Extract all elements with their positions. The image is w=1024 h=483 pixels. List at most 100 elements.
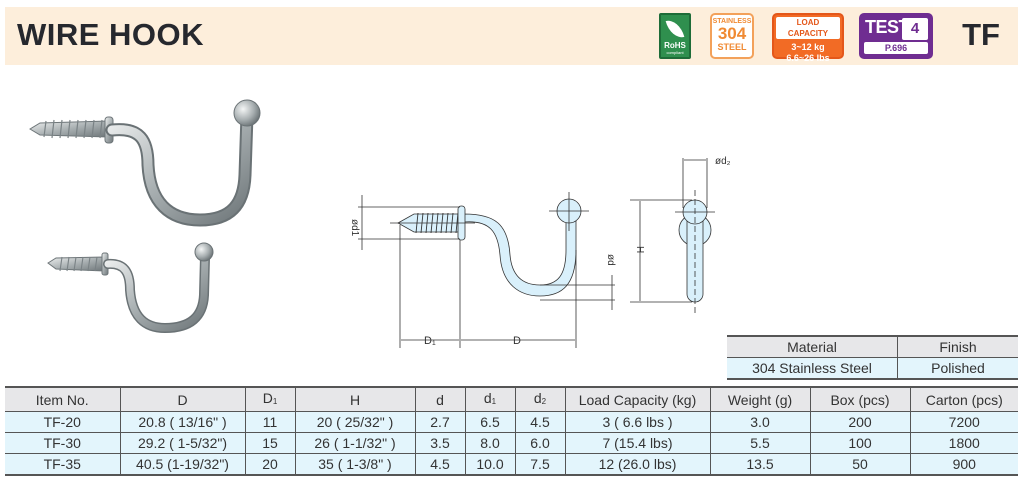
spec-cell: 2.7 bbox=[414, 411, 466, 433]
test-label: TEST bbox=[865, 17, 910, 37]
spec-cell: 13.5 bbox=[709, 453, 811, 476]
rohs-sub-label: compliant bbox=[666, 50, 684, 55]
label-od1: ød1 bbox=[349, 219, 360, 237]
spec-cell: 100 bbox=[809, 432, 911, 454]
material-table: Material Finish 304 Stainless Steel Poli… bbox=[727, 335, 1018, 380]
spec-cell: 6.0 bbox=[514, 432, 566, 454]
spec-cell: 15 bbox=[244, 432, 296, 454]
product-photo bbox=[29, 99, 261, 334]
label-D1: D₁ bbox=[424, 335, 436, 347]
spec-header-label: d bbox=[436, 391, 444, 408]
spec-cell: 5.5 bbox=[709, 432, 811, 454]
spec-cell: 200 bbox=[809, 411, 911, 433]
material-table-row: 304 Stainless Steel Polished bbox=[727, 357, 1018, 380]
label-D: D bbox=[513, 335, 521, 347]
technical-drawing-front: ød1 ød D₁ D bbox=[349, 192, 616, 348]
stainless-line1: STAINLESS bbox=[712, 18, 752, 25]
spec-cell: 40.5 (1-19/32") bbox=[119, 453, 246, 476]
spec-cell: 8.0 bbox=[464, 432, 516, 454]
small-hook-image bbox=[47, 242, 214, 334]
material-header: Material bbox=[727, 335, 898, 358]
stainless-line3: STEEL bbox=[717, 42, 747, 52]
finish-value: Polished bbox=[897, 357, 1018, 380]
material-table-header: Material Finish bbox=[727, 335, 1018, 358]
spec-header-cell: Weight (g) bbox=[709, 386, 811, 412]
spec-header-cell: d1 bbox=[464, 386, 516, 412]
spec-cell: TF-30 bbox=[5, 432, 121, 454]
spec-cell: 3.5 bbox=[414, 432, 466, 454]
spec-cell: 50 bbox=[809, 453, 911, 476]
spec-header-cell: D1 bbox=[244, 386, 296, 412]
spec-cell: 7.5 bbox=[514, 453, 566, 476]
leaf-icon bbox=[665, 17, 685, 41]
spec-header-label: D bbox=[262, 390, 273, 406]
stainless-line2: 304 bbox=[717, 24, 747, 43]
finish-header: Finish bbox=[897, 335, 1018, 358]
spec-header-subscript: 2 bbox=[541, 397, 547, 406]
spec-cell: 11 bbox=[244, 411, 296, 433]
spec-header-label: H bbox=[349, 391, 361, 408]
test-level: 4 bbox=[902, 18, 928, 40]
spec-cell: 7 (15.4 lbs) bbox=[564, 432, 711, 454]
spec-header-label: Item No. bbox=[35, 391, 89, 408]
spec-header-cell: Load Capacity (kg) bbox=[564, 386, 711, 412]
spec-header-label: D bbox=[177, 391, 188, 408]
spec-cell: 900 bbox=[909, 453, 1018, 476]
spec-header-cell: Carton (pcs) bbox=[909, 386, 1018, 412]
stainless-steel-badge: STAINLESS 304 STEEL bbox=[710, 13, 754, 59]
spec-cell: 26 ( 1-1/32" ) bbox=[294, 432, 416, 454]
load-capacity-kg: 3~12 kg bbox=[791, 42, 825, 52]
spec-cell: 3 ( 6.6 lbs ) bbox=[564, 411, 711, 433]
load-capacity-title: LOAD CAPACITY bbox=[776, 17, 840, 39]
rohs-badge: RoHS compliant bbox=[659, 13, 691, 59]
spec-cell: 6.5 bbox=[464, 411, 516, 433]
spec-cell: 4.5 bbox=[514, 411, 566, 433]
spec-cell: 29.2 ( 1-5/32") bbox=[119, 432, 246, 454]
spec-header-subscript: 1 bbox=[272, 397, 278, 406]
spec-header-label: d bbox=[483, 390, 492, 406]
spec-cell: 7200 bbox=[909, 411, 1018, 433]
spec-header-label: Load Capacity (kg) bbox=[578, 391, 697, 408]
spec-header-label: Carton (pcs) bbox=[925, 391, 1003, 408]
load-capacity-lbs: 6.6~26 lbs bbox=[786, 53, 830, 63]
load-capacity-badge: LOAD CAPACITY 3~12 kg 6.6~26 lbs bbox=[772, 13, 844, 63]
spec-header-cell: Item No. bbox=[5, 386, 121, 412]
rohs-label: RoHS bbox=[664, 41, 686, 50]
spec-cell: 12 (26.0 lbs) bbox=[564, 453, 711, 476]
spec-header-subscript: 1 bbox=[491, 397, 497, 406]
spec-header-cell: D bbox=[119, 386, 246, 412]
spec-header-cell: d2 bbox=[514, 386, 566, 412]
label-H: H bbox=[634, 246, 645, 253]
page-title: WIRE HOOK bbox=[17, 17, 205, 52]
spec-header-cell: Box (pcs) bbox=[809, 386, 911, 412]
large-hook-image bbox=[29, 99, 261, 227]
spec-header-label: Box (pcs) bbox=[830, 391, 890, 408]
test-page-ref: P.696 bbox=[864, 42, 928, 54]
spec-header-label: d bbox=[533, 390, 542, 406]
spec-cell: TF-35 bbox=[5, 453, 121, 476]
spec-header-label: Weight (g) bbox=[727, 391, 793, 408]
spec-cell: TF-20 bbox=[5, 411, 121, 433]
spec-cell: 4.5 bbox=[414, 453, 466, 476]
test-badge: TEST 4 P.696 bbox=[859, 13, 933, 59]
spec-cell: 35 ( 1-3/8" ) bbox=[294, 453, 416, 476]
label-od2: ød₂ bbox=[715, 156, 731, 167]
spec-cell: 1800 bbox=[909, 432, 1018, 454]
spec-cell: 10.0 bbox=[464, 453, 516, 476]
spec-cell: 20 bbox=[244, 453, 296, 476]
spec-cell: 3.0 bbox=[709, 411, 811, 433]
material-value: 304 Stainless Steel bbox=[727, 357, 898, 380]
header-banner: WIRE HOOK RoHS compliant STAINLESS 304 S… bbox=[5, 7, 1018, 65]
series-code: TF bbox=[962, 17, 1000, 52]
label-od: ød bbox=[605, 254, 616, 266]
spec-header-cell: H bbox=[294, 386, 416, 412]
technical-drawing-side: ød₂ H bbox=[630, 156, 731, 315]
spec-cell: 20.8 ( 13/16" ) bbox=[119, 411, 246, 433]
spec-header-cell: d bbox=[414, 386, 466, 412]
